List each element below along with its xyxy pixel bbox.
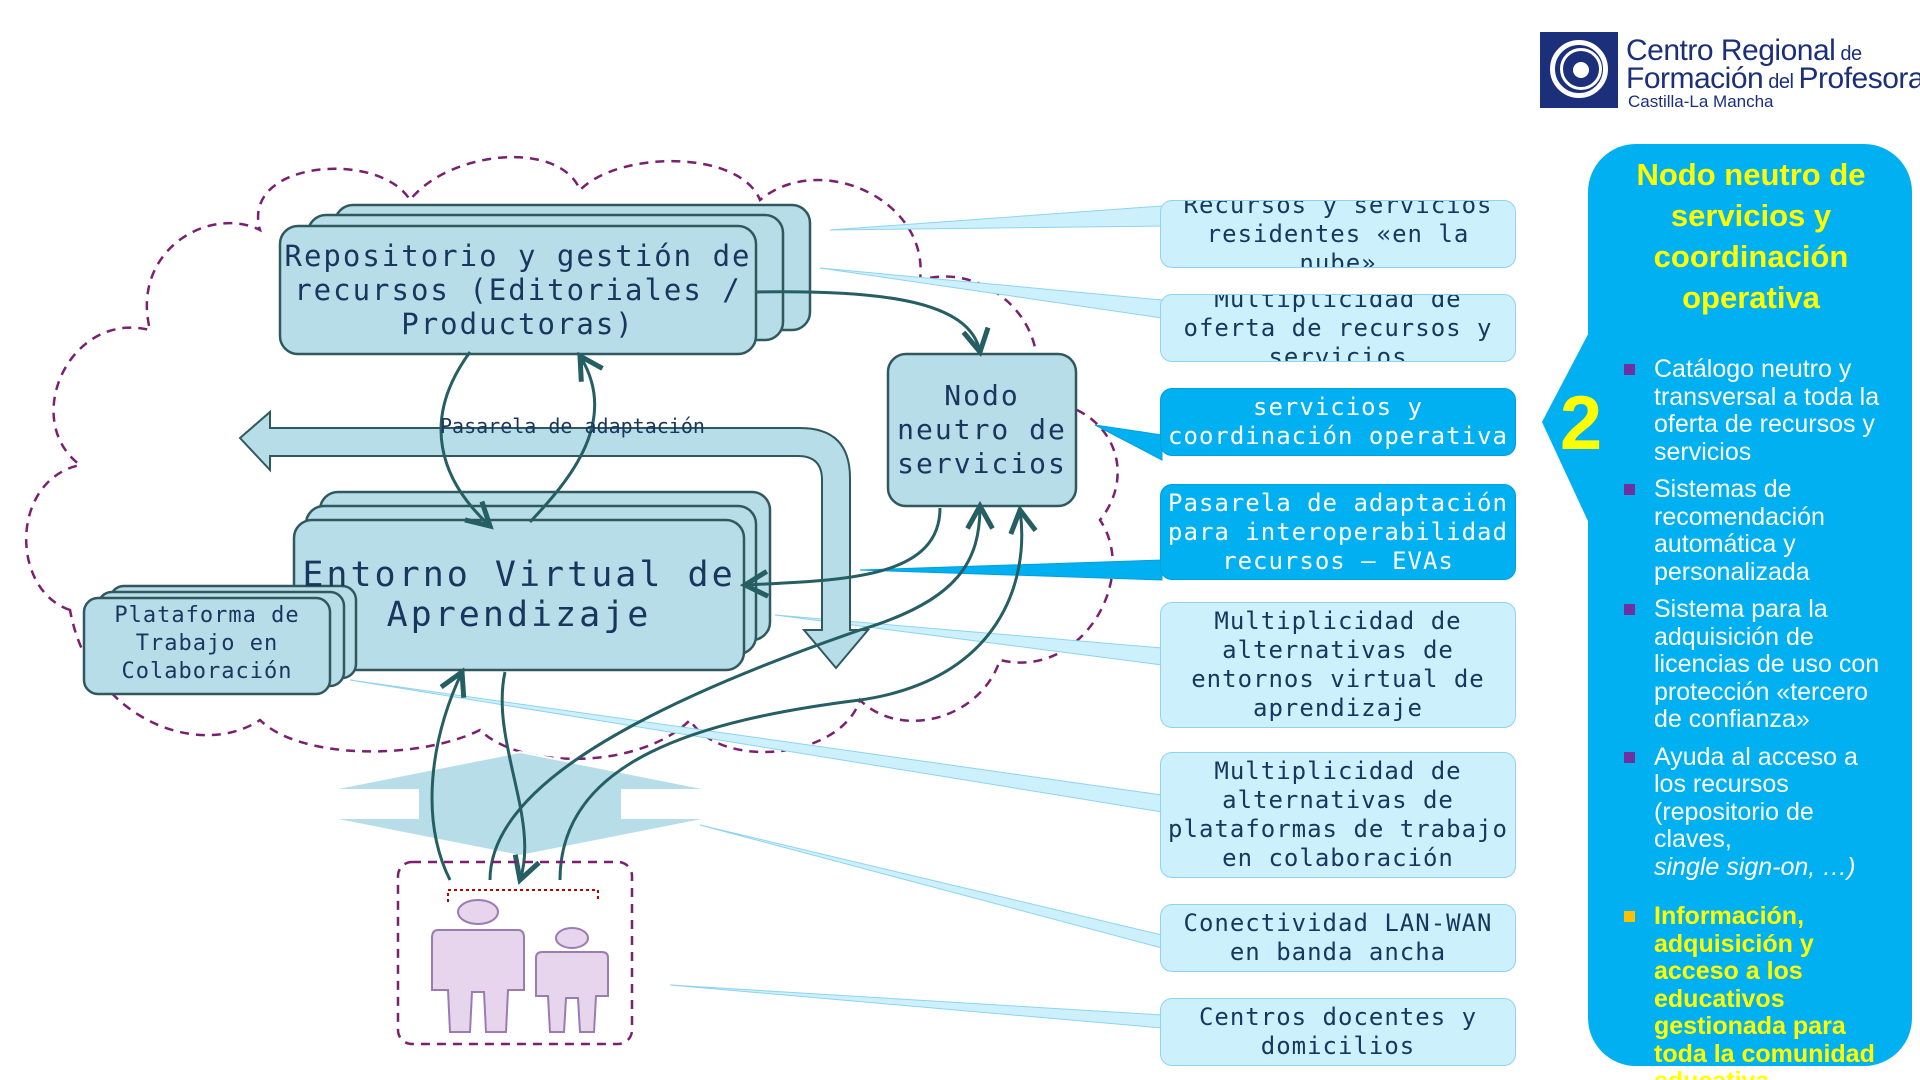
callout-nodo: servicios y coordinación operativa bbox=[1160, 388, 1516, 456]
cloud-outline bbox=[25, 155, 1119, 760]
square-bullet-icon bbox=[1624, 751, 1635, 763]
connection-arrows bbox=[430, 290, 1022, 880]
plat-label: Plataforma de Trabajo en Colaboración bbox=[114, 603, 300, 684]
square-bullet-icon bbox=[1624, 604, 1635, 615]
callout-cloud: Recursos y servicios residentes «en la n… bbox=[1160, 200, 1516, 268]
repo-stack bbox=[278, 203, 812, 356]
crfp-logo-icon bbox=[1540, 32, 1618, 108]
eva-label: Entorno Virtual de Aprendizaje bbox=[302, 555, 736, 635]
callout-centros: Centros docentes y domicilios bbox=[1160, 998, 1516, 1066]
info-panel: Nodo neutro de servicios y coordinación … bbox=[1588, 144, 1912, 1080]
pasarela-label: Pasarela de adaptación bbox=[440, 414, 705, 438]
crfp-logo: Centro Regional de Formación del Profeso… bbox=[1540, 28, 1920, 112]
panel-item: Sistemas de recomendación automática y p… bbox=[1624, 475, 1890, 586]
logo-line-3: Castilla-La Mancha bbox=[1628, 92, 1774, 111]
person-icon bbox=[535, 927, 609, 1033]
panel-item: Ayuda al acceso a los recursos (reposito… bbox=[1624, 743, 1890, 882]
callout-oferta: Multiplicidad de oferta de recursos y se… bbox=[1160, 294, 1516, 362]
users-bracket bbox=[447, 889, 599, 902]
panel-item: Sistema para la adquisición de licencias… bbox=[1624, 595, 1890, 734]
panel-list: Catálogo neutro y transversal a toda la … bbox=[1624, 355, 1890, 1080]
square-bullet-icon bbox=[1624, 911, 1635, 922]
square-bullet-icon bbox=[1624, 484, 1635, 495]
users-group bbox=[396, 860, 634, 1046]
logo-line-2: Formación del Profesorado bbox=[1626, 62, 1920, 95]
callout-eva: Multiplicidad de alternativas de entorno… bbox=[1160, 602, 1516, 728]
square-bullet-icon bbox=[1624, 364, 1635, 375]
person-icon bbox=[431, 899, 525, 1033]
panel-title: Nodo neutro de servicios y coordinación … bbox=[1636, 157, 1866, 315]
logo-line-1: Centro Regional de bbox=[1626, 34, 1862, 67]
pasarela-arrow bbox=[238, 409, 871, 670]
panel-highlight: Información, adquisición y acceso a los … bbox=[1624, 902, 1890, 1080]
callout-pasarela: Pasarela de adaptación para interoperabi… bbox=[1160, 484, 1516, 580]
plat-stack bbox=[82, 584, 358, 696]
eva-stack bbox=[292, 490, 772, 672]
callout-conectividad: Conectividad LAN-WAN en banda ancha bbox=[1160, 904, 1516, 972]
repo-label: Repositorio y gestión de recursos (Edito… bbox=[284, 239, 752, 341]
panel-number: 2 bbox=[1559, 381, 1603, 466]
panel-item: Catálogo neutro y transversal a toda la … bbox=[1624, 355, 1890, 466]
nodo-label: Nodo neutro de servicios bbox=[897, 379, 1067, 480]
callout-plataformas: Multiplicidad de alternativas de platafo… bbox=[1160, 752, 1516, 878]
